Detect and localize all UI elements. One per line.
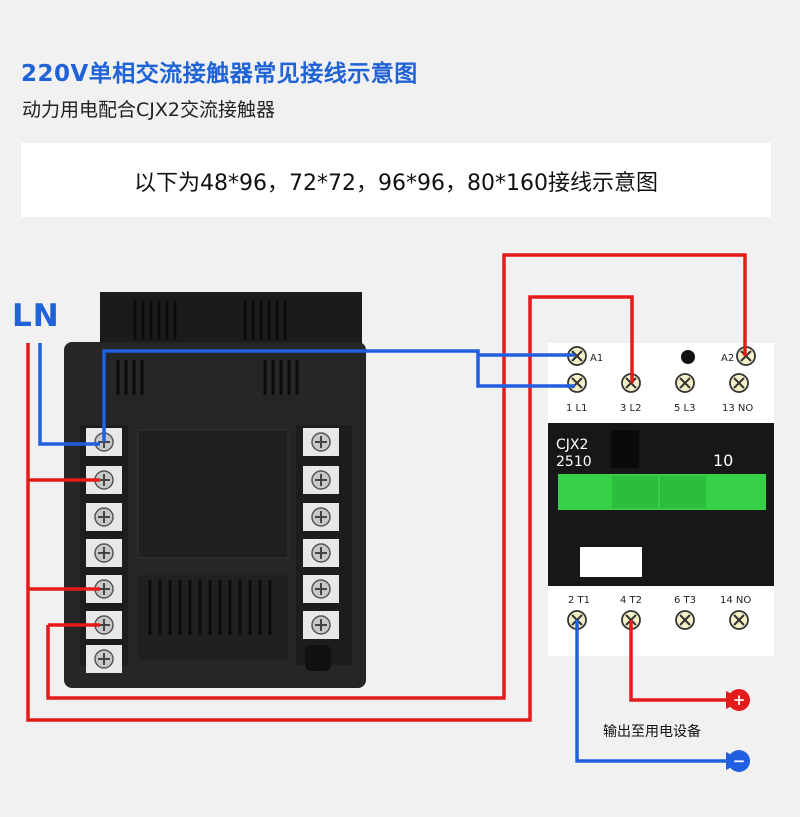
ln-label: LN — [12, 298, 60, 334]
label-a1: A1 — [590, 353, 603, 364]
live-wires — [26, 253, 747, 722]
label-5-l3: 5 L3 — [674, 403, 695, 414]
label-1-l1: 1 L1 — [566, 403, 587, 414]
label-6-t3: 6 T3 — [674, 595, 696, 606]
label-4-t2: 4 T2 — [620, 595, 642, 606]
output-arrows: + − — [726, 689, 750, 772]
controller-vents — [116, 300, 299, 635]
controller-left-terminals — [86, 428, 122, 673]
banner-text: 以下为48*96，72*72，96*96，80*160接线示意图 — [134, 171, 658, 196]
page-title: 220V单相交流接触器常见接线示意图 — [21, 61, 418, 87]
label-14-no: 14 NO — [720, 595, 751, 606]
neutral-wires — [38, 343, 732, 763]
contactor-model-code: 2510 — [556, 454, 592, 470]
controller-right-terminals — [303, 428, 339, 639]
label-2-t1: 2 T1 — [568, 595, 590, 606]
output-label: 输出至用电设备 — [603, 724, 701, 740]
label-3-l2: 3 L2 — [620, 403, 641, 414]
page-subtitle: 动力用电配合CJX2交流接触器 — [22, 99, 275, 121]
minus-sign: − — [733, 752, 746, 770]
label-13-no: 13 NO — [722, 403, 753, 414]
contactor-rating: 10 — [713, 451, 733, 470]
banner: 以下为48*96，72*72，96*96，80*160接线示意图 — [21, 143, 771, 217]
contactor-model: CJX2 — [556, 437, 588, 453]
plus-sign: + — [733, 691, 746, 709]
label-a2: A2 — [721, 353, 734, 364]
